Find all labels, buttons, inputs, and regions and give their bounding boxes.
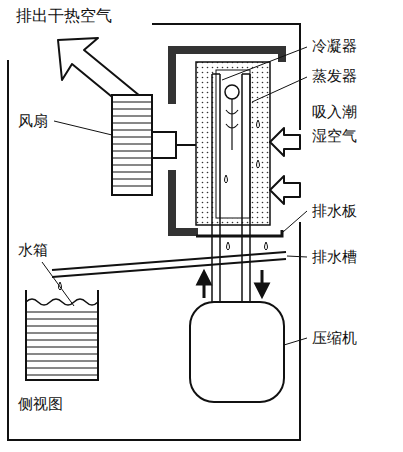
fan-slats bbox=[112, 102, 152, 186]
drain-trough bbox=[52, 252, 286, 277]
drain-board bbox=[196, 230, 282, 236]
condenser-tube bbox=[212, 74, 220, 305]
leader-lines bbox=[42, 47, 307, 345]
water-fill bbox=[26, 312, 98, 375]
housing-outline bbox=[8, 24, 300, 440]
flow-up-arrow bbox=[198, 272, 210, 298]
part-label: 压缩机 bbox=[312, 326, 357, 350]
capillary-coil bbox=[225, 85, 239, 99]
part-label: 水箱 bbox=[18, 238, 48, 262]
exhaust-label: 排出干热空气 bbox=[16, 3, 112, 29]
air-duct bbox=[172, 50, 282, 232]
coil-block bbox=[196, 62, 270, 225]
water-drops bbox=[227, 242, 268, 250]
compressor-body bbox=[190, 302, 284, 402]
airflow-label: 吸入潮 湿空气 bbox=[312, 100, 363, 148]
fan-hub bbox=[152, 132, 176, 158]
intake-arrow bbox=[270, 128, 300, 156]
fan-shaft bbox=[176, 144, 196, 146]
part-label: 排水板 bbox=[312, 199, 357, 223]
part-label: 蒸发器 bbox=[312, 64, 357, 88]
flow-down-arrow bbox=[256, 270, 268, 296]
part-label: 冷凝器 bbox=[312, 34, 357, 58]
intake-arrow bbox=[270, 176, 300, 204]
evaporator-tube bbox=[242, 74, 250, 305]
water-tank bbox=[26, 290, 98, 380]
capillary-tube bbox=[226, 99, 238, 150]
water-surface bbox=[26, 299, 98, 305]
part-label: 风扇 bbox=[18, 109, 48, 133]
part-label: 排水槽 bbox=[312, 245, 357, 269]
coil-gap bbox=[216, 70, 250, 218]
fan-grille bbox=[112, 95, 152, 195]
condensate-drops bbox=[225, 120, 260, 183]
view-label: 侧视图 bbox=[18, 392, 63, 416]
